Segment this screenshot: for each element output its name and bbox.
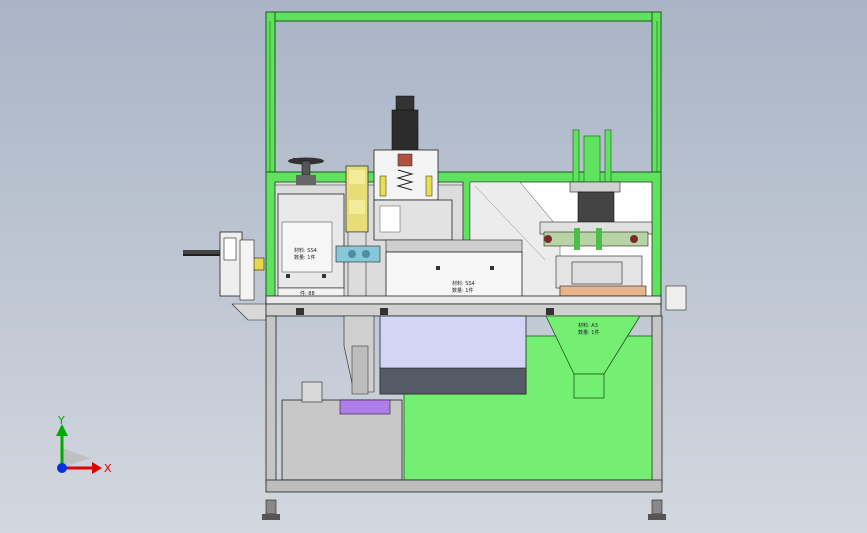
center-box-qty-label: 数量: 1件 (452, 287, 473, 294)
left-base-label: 件: 88 (300, 290, 315, 297)
x-axis-label: X (104, 462, 112, 475)
y-axis-label: Y (57, 414, 65, 427)
lower-frame (262, 315, 666, 520)
right-punch-station (539, 129, 687, 311)
coordinate-triad[interactable]: Y X (56, 414, 112, 475)
table-top (265, 295, 662, 317)
left-cabinet-qty-label: 数量: 1件 (294, 254, 315, 261)
z-axis-dot (57, 463, 67, 473)
hopper: 材料: A3 数量: 1件 (545, 315, 641, 399)
left-side-assembly (183, 231, 267, 321)
left-cabinet: 材料: SS4 数量: 1件 件: 88 (277, 157, 345, 299)
feed-roller (335, 165, 381, 299)
hopper-material-label: 材料: A3 (578, 322, 598, 329)
center-box-material-label: 材料: SS4 (452, 280, 475, 287)
top-frame (265, 11, 662, 185)
hopper-qty-label: 数量: 1件 (578, 329, 599, 336)
center-press: 材料: SS4 数量: 1件 (373, 95, 523, 301)
left-cabinet-material-label: 材料: SS4 (294, 247, 317, 254)
